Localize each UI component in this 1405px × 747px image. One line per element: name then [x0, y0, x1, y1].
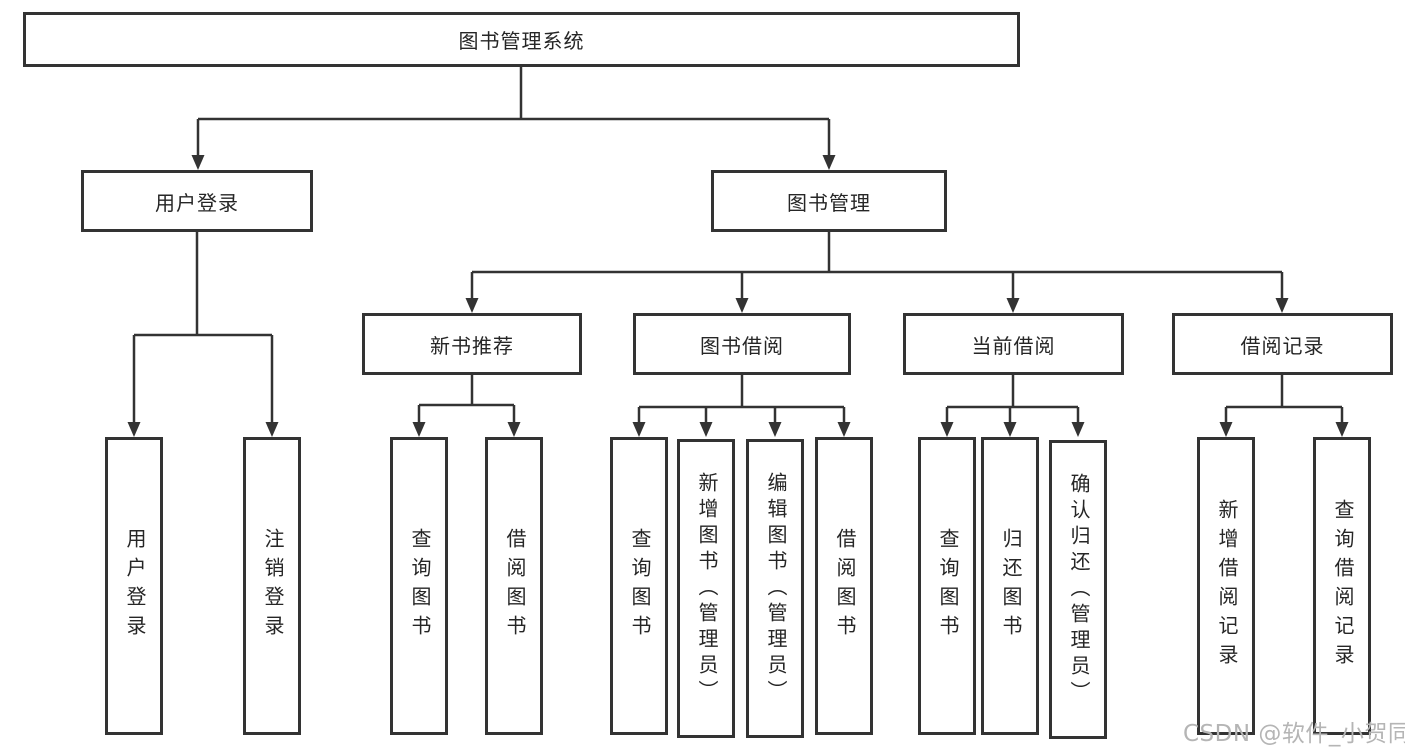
leaf-records-query-borrow-record: 查询借阅记录: [1313, 437, 1371, 735]
leaf-borrowing-borrow-books: 借阅图书: [815, 437, 873, 735]
csdn-watermark: CSDN @软件_小贺同学: [1183, 721, 1405, 747]
leaf-current-query-books: 查询图书: [918, 437, 976, 735]
node-new-book-recommend: 新书推荐: [362, 313, 582, 375]
node-book-management: 图书管理: [711, 170, 947, 232]
leaf-borrowing-edit-books-admin: 编辑图书（管理员）: [746, 439, 804, 738]
leaf-borrowing-query-books: 查询图书: [610, 437, 668, 735]
leaf-recommend-query-books: 查询图书: [390, 437, 448, 735]
node-current-borrowing: 当前借阅: [903, 313, 1124, 375]
leaf-records-add-borrow-record: 新增借阅记录: [1197, 437, 1255, 735]
leaf-current-return-books: 归还图书: [981, 437, 1039, 735]
leaf-recommend-borrow-books: 借阅图书: [485, 437, 543, 735]
node-library-management-system: 图书管理系统: [23, 12, 1020, 67]
leaf-logout: 注销登录: [243, 437, 301, 735]
node-user-login-branch: 用户登录: [81, 170, 313, 232]
node-borrowing-records: 借阅记录: [1172, 313, 1393, 375]
leaf-user-login: 用户登录: [105, 437, 163, 735]
leaf-current-confirm-return-admin: 确认归还（管理员）: [1049, 440, 1107, 739]
node-book-borrowing: 图书借阅: [633, 313, 851, 375]
leaf-borrowing-add-books-admin: 新增图书（管理员）: [677, 439, 735, 738]
